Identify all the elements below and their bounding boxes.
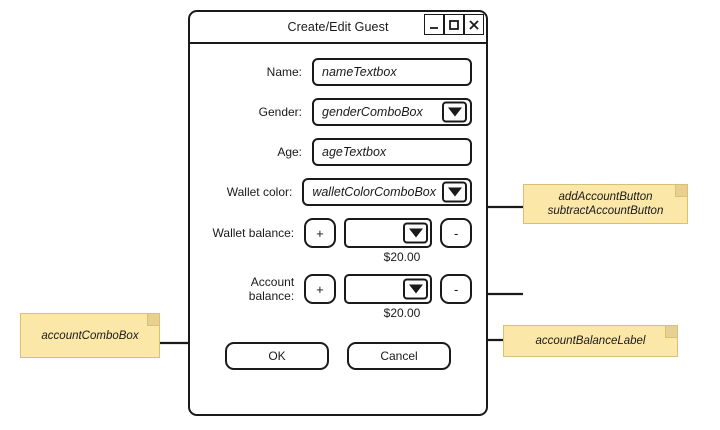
minimize-button[interactable] [424,14,444,35]
note-fold-icon [675,185,687,197]
form-row-account-balance: Account balance: + - [204,274,472,304]
wallet-color-label: Wallet color: [226,185,293,199]
wallet-balance-label: Wallet balance: [212,226,295,240]
gender-label: Gender: [258,105,302,119]
subtract-wallet-button[interactable]: - [440,218,472,248]
dialog-form: Name: nameTextbox Gender: genderComboBox… [190,44,486,370]
add-account-button[interactable]: + [304,274,336,304]
ok-button[interactable]: OK [225,342,329,370]
note-fold-icon [665,326,677,338]
chevron-down-icon [447,107,462,117]
account-combobox[interactable] [343,274,433,304]
name-textbox[interactable]: nameTextbox [312,58,472,86]
dialog-titlebar: Create/Edit Guest [190,12,486,44]
window-controls [424,14,484,35]
annotation-line-1: accountBalanceLabel [535,335,646,347]
gender-combobox-value: genderComboBox [322,105,423,119]
name-textbox-value: nameTextbox [322,65,397,79]
annotation-line-2: subtractAccountButton [547,205,664,217]
age-textbox[interactable]: ageTextbox [312,138,472,166]
account-dropdown-button[interactable] [403,278,429,300]
age-textbox-value: ageTextbox [322,145,387,159]
cancel-button[interactable]: Cancel [347,342,451,370]
chevron-down-icon [447,187,462,197]
wallet-balance-amount: $20.00 [383,250,421,264]
dialog-title: Create/Edit Guest [287,20,389,34]
account-balance-label-text: Account balance: [248,275,295,303]
form-row-name: Name: nameTextbox [204,58,472,86]
maximize-icon [449,19,459,30]
maximize-button[interactable] [444,14,464,35]
form-row-wallet-balance: Wallet balance: + - [204,218,472,248]
close-icon [469,19,479,30]
annotation-add-account-button: addAccountButton subtractAccountButton [523,184,688,224]
wallet-dropdown-button[interactable] [403,222,429,244]
minimize-icon [430,26,438,29]
annotation-account-combobox: accountComboBox [20,313,160,358]
name-label: Name: [266,65,302,79]
wallet-color-combobox[interactable]: walletColorComboBox [302,178,472,206]
account-balance-amount: $20.00 [383,306,421,320]
age-label: Age: [277,145,302,159]
form-row-gender: Gender: genderComboBox [204,98,472,126]
note-fold-icon [147,314,159,326]
form-row-age: Age: ageTextbox [204,138,472,166]
close-button[interactable] [464,14,484,35]
annotation-line-1: accountComboBox [41,329,139,342]
annotation-account-balance-label: accountBalanceLabel [503,325,678,357]
chevron-down-icon [408,284,423,294]
wallet-color-combobox-value: walletColorComboBox [312,185,436,199]
add-wallet-button[interactable]: + [304,218,336,248]
subtract-account-button[interactable]: - [440,274,472,304]
wallet-combobox[interactable] [343,218,433,248]
dialog-button-bar: OK Cancel [204,342,472,370]
wallet-color-dropdown-button[interactable] [442,181,467,203]
annotation-line-1: addAccountButton [558,191,653,203]
chevron-down-icon [408,228,423,238]
form-row-wallet-color: Wallet color: walletColorComboBox [204,178,472,206]
gender-combobox[interactable]: genderComboBox [312,98,472,126]
gender-dropdown-button[interactable] [442,101,467,123]
create-edit-guest-dialog: Create/Edit Guest [188,10,488,416]
